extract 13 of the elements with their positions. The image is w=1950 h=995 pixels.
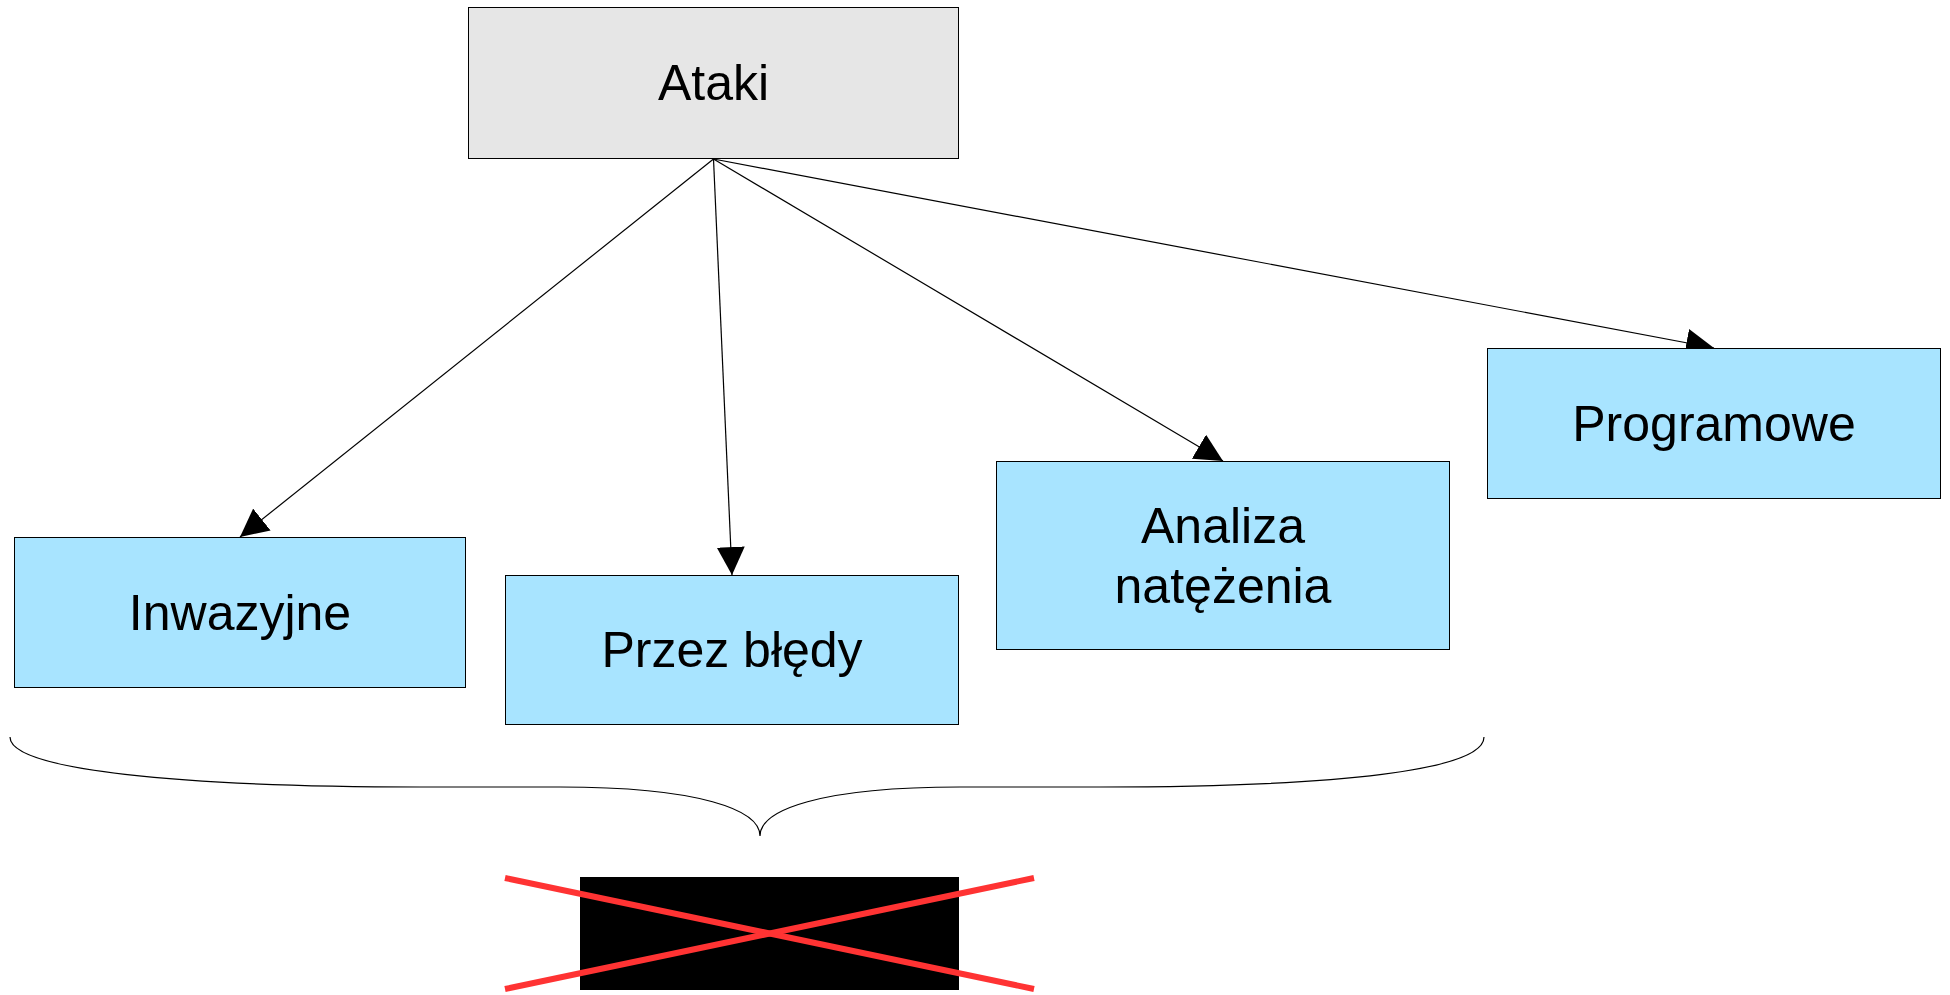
arrow [712,158,745,576]
box-label: Inwazyjne [127,583,353,643]
box-label: Ataki [656,54,771,113]
arrow [239,158,715,538]
process-box [505,575,959,725]
box-label: Programowe [1571,394,1857,454]
process-box [14,537,466,688]
process-box [468,7,959,159]
arrow [712,158,1224,462]
box-label: Analiza natężenia [1113,496,1333,616]
process-box [996,461,1450,650]
process-box [1487,348,1941,499]
box-label: Przez błędy [600,621,864,680]
